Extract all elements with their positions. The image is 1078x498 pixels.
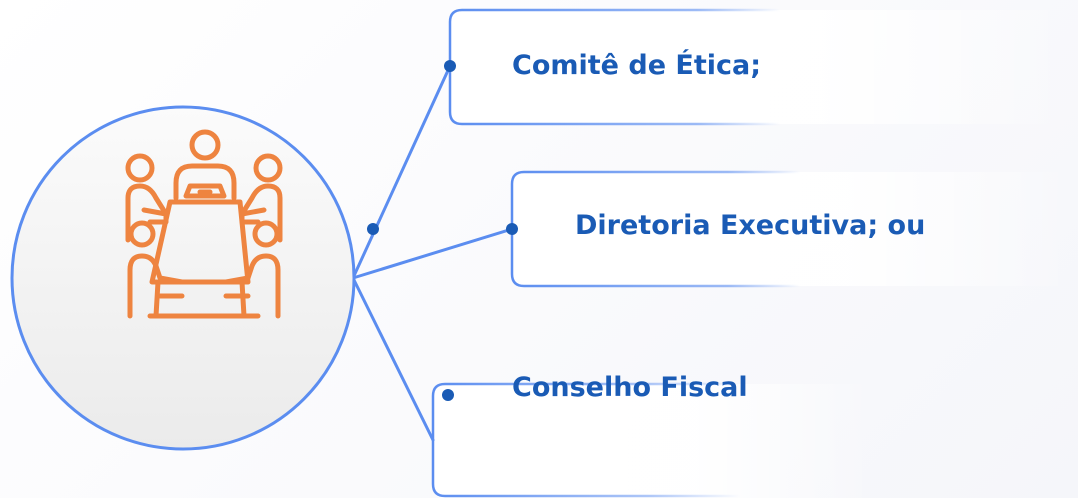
item-label-diretoria-executiva: Diretoria Executiva; ou xyxy=(575,210,926,241)
item-label-conselho-fiscal: Conselho Fiscal xyxy=(512,372,748,403)
center-circle xyxy=(10,105,356,451)
item-label-comite-etica: Comitê de Ética; xyxy=(512,50,762,81)
dot-extra xyxy=(367,223,379,235)
connector-line-2 xyxy=(351,227,514,280)
connector-line-3 xyxy=(351,276,435,442)
connector-line-1 xyxy=(351,64,452,280)
meeting-table-icon xyxy=(125,129,283,319)
dot-3 xyxy=(442,389,454,401)
connector-lines xyxy=(351,64,514,442)
dot-1 xyxy=(444,60,456,72)
connector-dots xyxy=(367,60,518,401)
dot-2 xyxy=(506,223,518,235)
